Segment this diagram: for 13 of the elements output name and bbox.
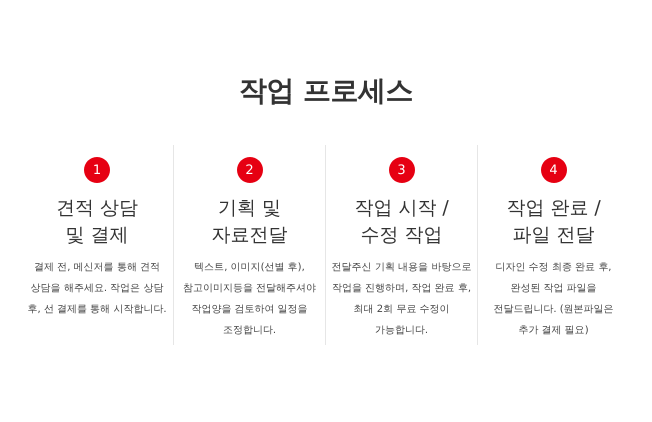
step-description: 텍스트, 이미지(선별 후), 참고이미지등을 전달해주셔야 작업양을 검토하여 일정을 조정합니다. — [182, 261, 318, 338]
step-title: 기획 및 자료전달 — [210, 196, 288, 248]
step-title: 견적 상담 및 결제 — [54, 196, 140, 248]
step-title: 작업 완료 / 파일 전달 — [505, 196, 602, 248]
step-number: 4 — [540, 157, 566, 183]
step-title: 작업 시작 / 수정 작업 — [353, 196, 450, 248]
step-number: 3 — [388, 157, 414, 183]
step-description: 결제 전, 메신저를 통해 견적 상담을 해주세요. 작업은 상담 후, 선 결제를 통해 시작합니다. — [26, 261, 168, 317]
step-description: 전달주신 기획 내용을 바탕으로 작업을 진행하며, 작업 완료 후, 최대 2회 무료 수정이 가능합니다. — [330, 261, 472, 338]
heading: 작업 프로세스 — [238, 73, 414, 109]
step-number: 2 — [236, 157, 262, 183]
step-number: 1 — [84, 157, 110, 183]
step-description: 디자인 수정 최종 완료 후, 완성된 작업 파일을 전달드립니다. (원본파일은 추가 결제 필요) — [492, 261, 615, 338]
